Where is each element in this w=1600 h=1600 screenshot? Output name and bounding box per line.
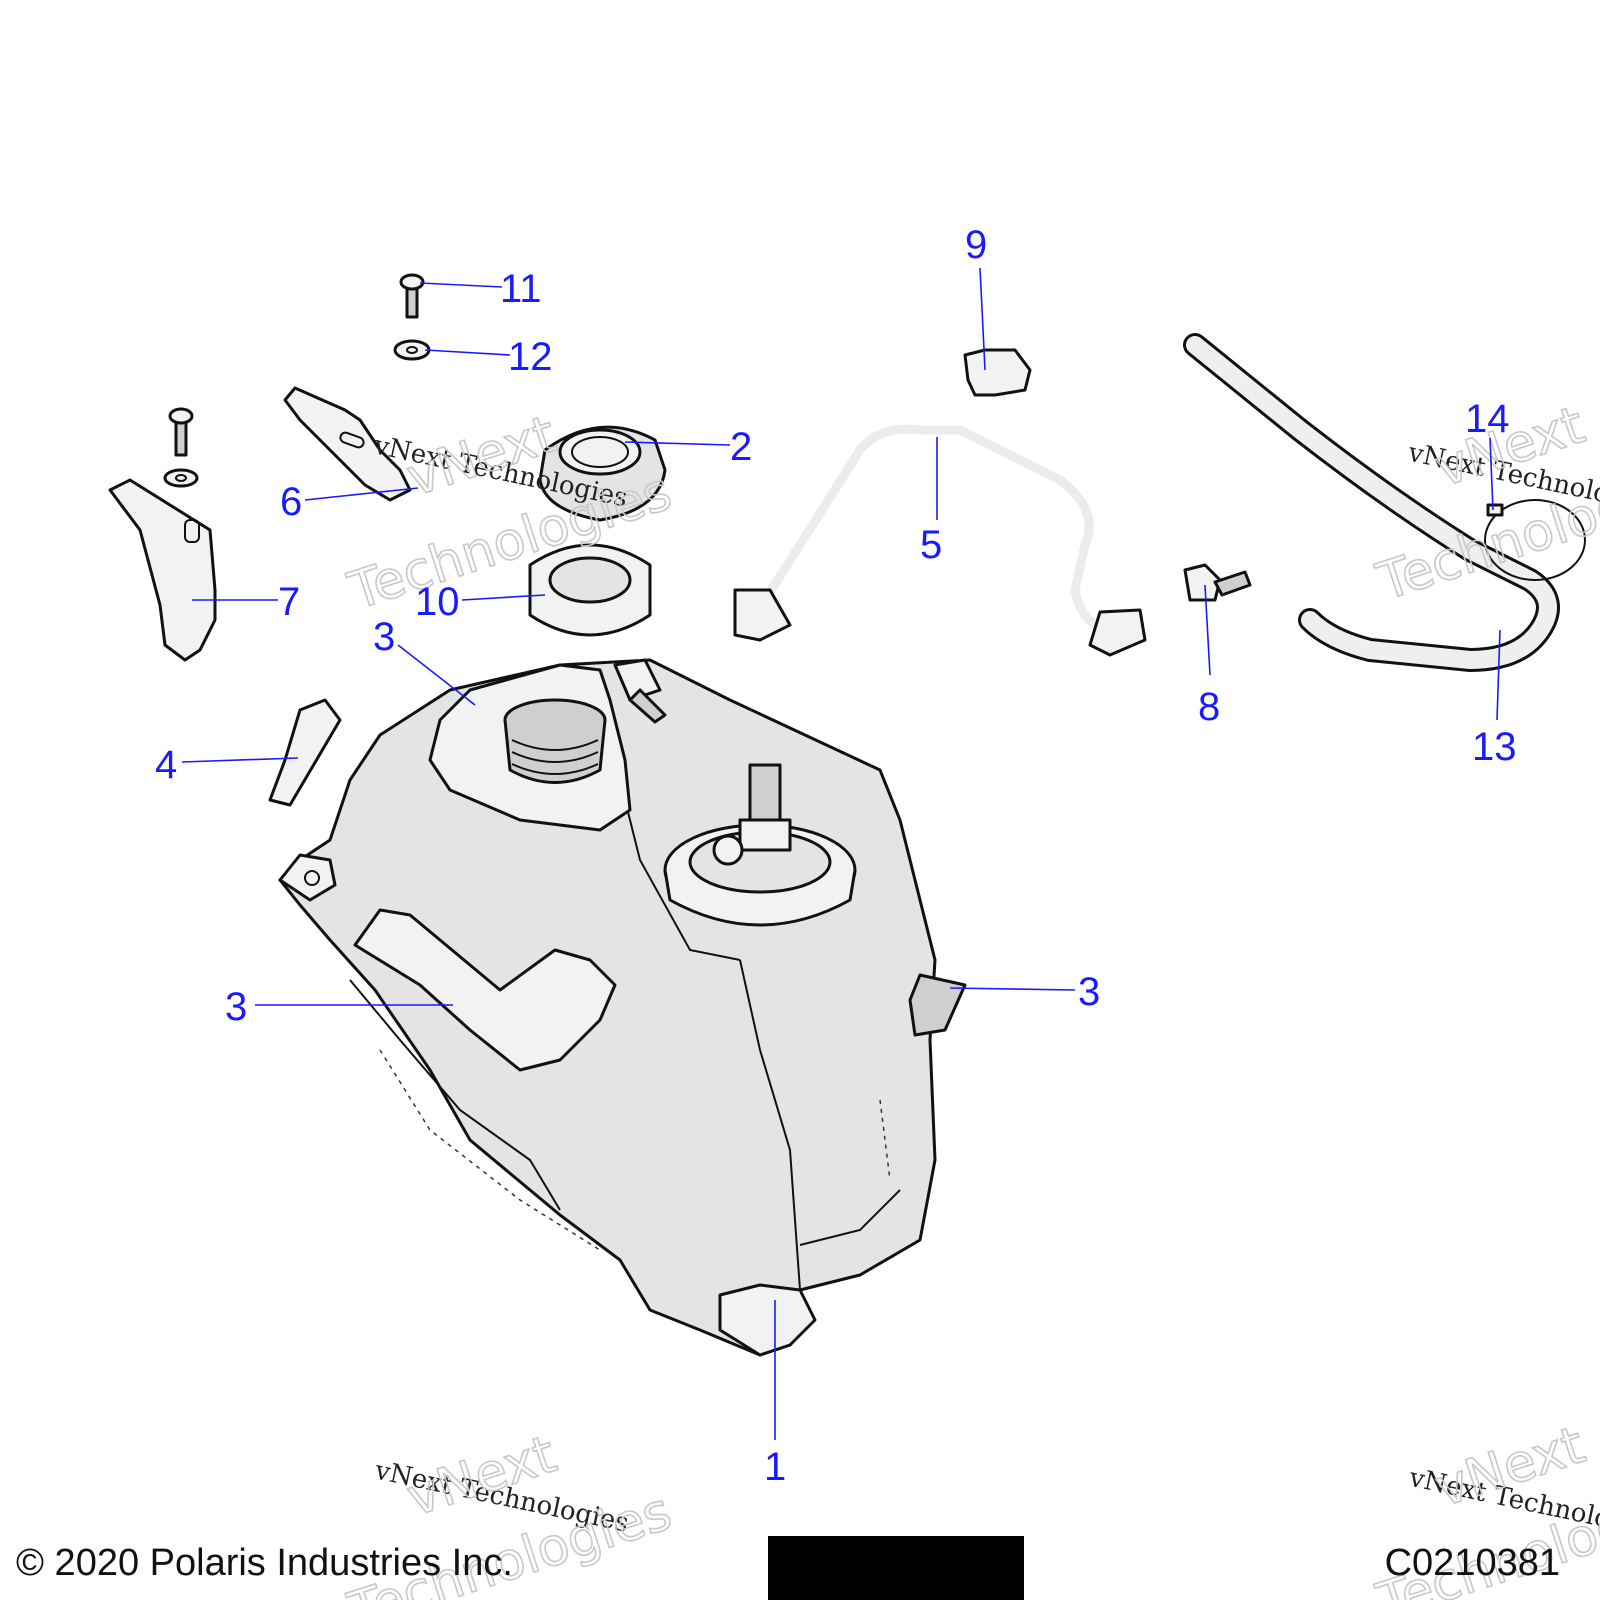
callout-8: 8 [1198, 685, 1220, 729]
part-4-pad [268, 698, 342, 807]
callout-7: 7 [278, 580, 300, 624]
callout-11: 11 [500, 267, 542, 311]
part-9-clip [963, 348, 1032, 397]
part-7-bracket [108, 407, 217, 662]
leader-13 [1496, 629, 1501, 721]
leader-3c [949, 987, 1076, 991]
part-2-fuel-cap [538, 425, 667, 522]
diagram-code: C0210381 [1384, 1542, 1560, 1584]
part-13-hose [1183, 333, 1560, 673]
callout-1: 1 [764, 1445, 786, 1489]
callout-6: 6 [280, 480, 302, 524]
part-10-seal [528, 543, 652, 637]
leader-4 [181, 757, 299, 763]
leader-12 [424, 349, 511, 356]
part-12-washer [393, 339, 431, 361]
callout-10: 10 [415, 580, 460, 624]
copyright-notice: © 2020 Polaris Industries Inc. [16, 1542, 513, 1584]
part-14-clamp [1484, 499, 1586, 581]
callout-3-top: 3 [373, 615, 395, 659]
callout-5: 5 [920, 523, 942, 567]
fuel-tank [278, 658, 967, 1357]
callout-4: 4 [155, 743, 177, 787]
leader-2 [624, 441, 731, 446]
callout-14: 14 [1465, 397, 1510, 441]
leader-9 [979, 267, 986, 371]
callout-12: 12 [508, 335, 553, 379]
part-8-fitting [1183, 563, 1252, 602]
callout-3-left: 3 [225, 985, 247, 1029]
part-6-bracket [283, 386, 412, 502]
leader-10 [461, 594, 546, 601]
leader-11 [419, 282, 503, 288]
leader-lines [181, 267, 1501, 1440]
leader-8 [1204, 584, 1211, 676]
callout-2: 2 [730, 425, 752, 469]
leader-14 [1489, 437, 1494, 511]
callout-labels: 1 2 3 3 3 4 5 6 7 8 9 10 11 12 13 14 [155, 223, 1517, 1489]
leader-3a [397, 644, 476, 706]
leader-6 [304, 487, 419, 501]
callout-9: 9 [965, 223, 987, 267]
part-11-bolt [399, 273, 425, 319]
callout-3-right: 3 [1078, 970, 1100, 1014]
callout-13: 13 [1472, 725, 1517, 769]
part-5-vent-line [733, 424, 1147, 657]
redaction-bar [768, 1536, 1024, 1600]
